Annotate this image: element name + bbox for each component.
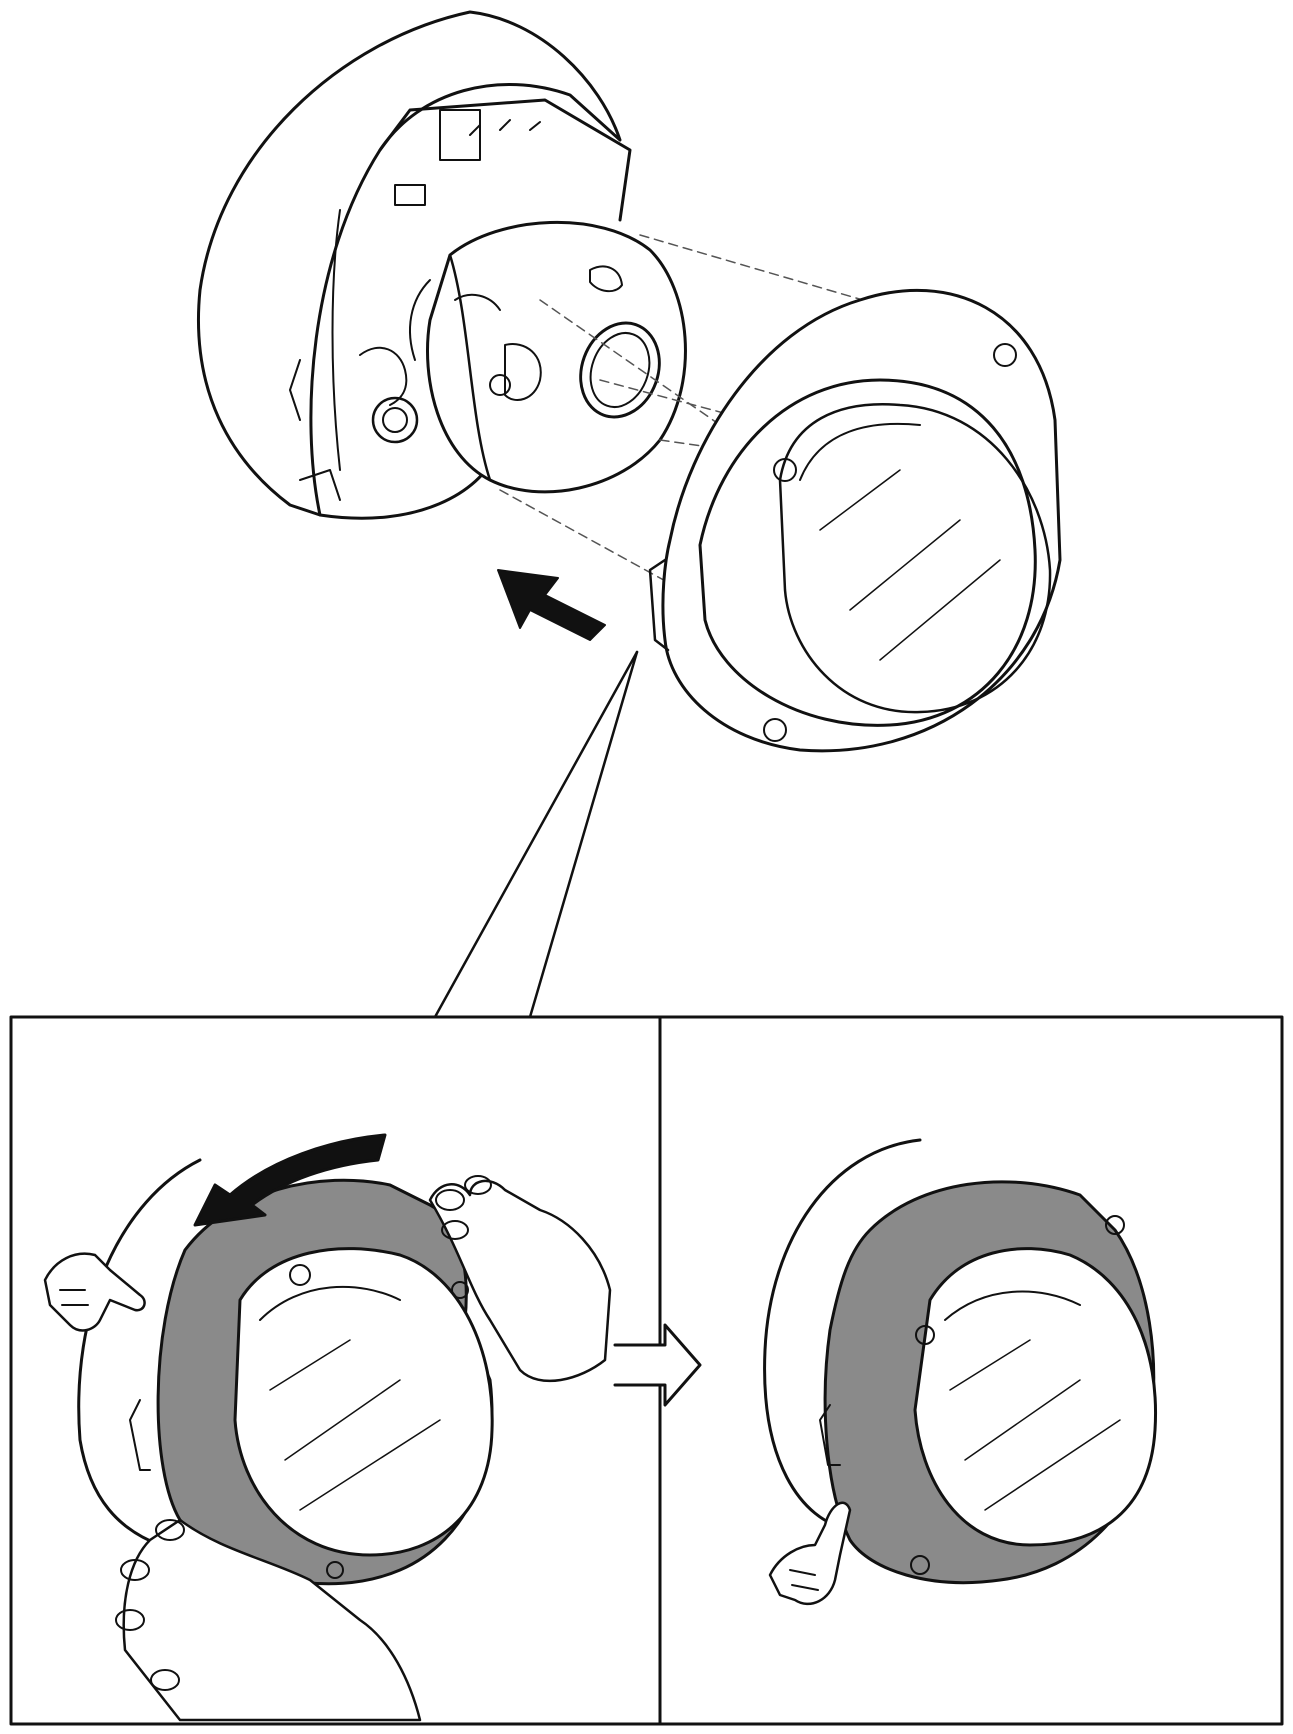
exploded-view xyxy=(196,10,1062,1019)
lower-hand xyxy=(122,1518,422,1722)
rotate-arrow-icon xyxy=(193,1133,387,1227)
pointing-hand-icon xyxy=(43,1252,146,1332)
upper-hand xyxy=(428,1179,612,1383)
camera-module xyxy=(409,221,687,494)
install-direction-arrow-icon xyxy=(497,569,606,641)
callout-lines xyxy=(433,650,639,1019)
panel-after xyxy=(763,1138,1158,1606)
detail-panels xyxy=(9,1015,1284,1726)
camera-base xyxy=(196,10,632,520)
next-step-arrow-icon xyxy=(613,1323,702,1407)
panel-before xyxy=(43,1133,612,1722)
pointing-hand-icon xyxy=(768,1501,852,1606)
dome-cover xyxy=(648,288,1062,753)
